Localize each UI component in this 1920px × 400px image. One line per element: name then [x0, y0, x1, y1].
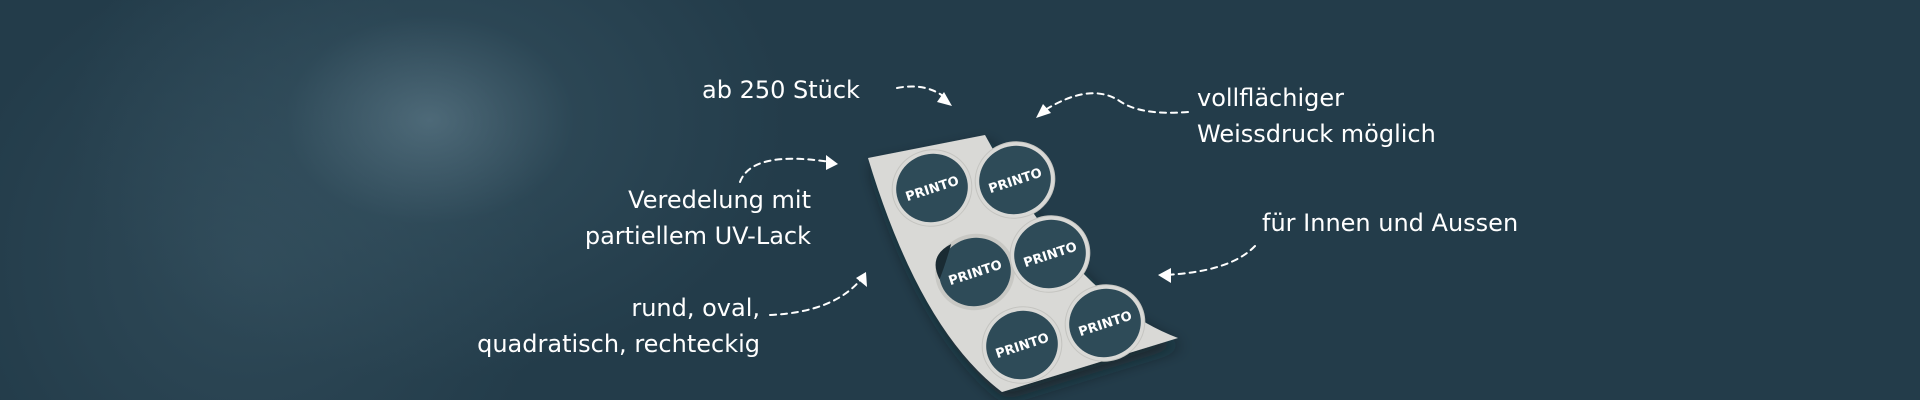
feature-quantity: ab 250 Stück [702, 76, 860, 104]
feature-indoor-outdoor: für Innen und Aussen [1262, 209, 1519, 237]
arrowhead-indoor-outdoor [1158, 268, 1171, 283]
feature-white-print-line-1: vollflächiger [1197, 84, 1344, 112]
arrowhead-white-print [1036, 104, 1051, 118]
sticker: PRINTO [974, 141, 1056, 219]
arrow-white-print [1041, 92, 1189, 114]
arrowhead-uv-finish [826, 155, 838, 170]
sticker: PRINTO [891, 149, 973, 227]
arrow-uv-finish [739, 157, 831, 183]
sticker-peeled: PRINTO [935, 233, 1015, 311]
feature-white-print: vollflächiger Weissdruck möglich [1197, 80, 1436, 152]
feature-shapes-line-1: rund, oval, [631, 294, 760, 322]
arrow-indoor-outdoor [1163, 245, 1256, 276]
arrowhead-quantity [937, 92, 952, 106]
sticker: PRINTO [1009, 215, 1091, 293]
feature-shapes-line-2: quadratisch, rechteckig [477, 330, 760, 358]
feature-shapes: rund, oval, quadratisch, rechteckig [477, 290, 760, 362]
feature-white-print-line-2: Weissdruck möglich [1197, 120, 1436, 148]
arrow-shapes [769, 277, 863, 316]
sticker: PRINTO [981, 306, 1063, 384]
feature-uv-finish: Veredelung mit partiellem UV-Lack [585, 182, 811, 254]
feature-uv-finish-line-1: Veredelung mit [628, 186, 811, 214]
sticker: PRINTO [1064, 284, 1146, 362]
arrowhead-shapes [856, 272, 867, 287]
feature-uv-finish-line-2: partiellem UV-Lack [584, 222, 811, 250]
